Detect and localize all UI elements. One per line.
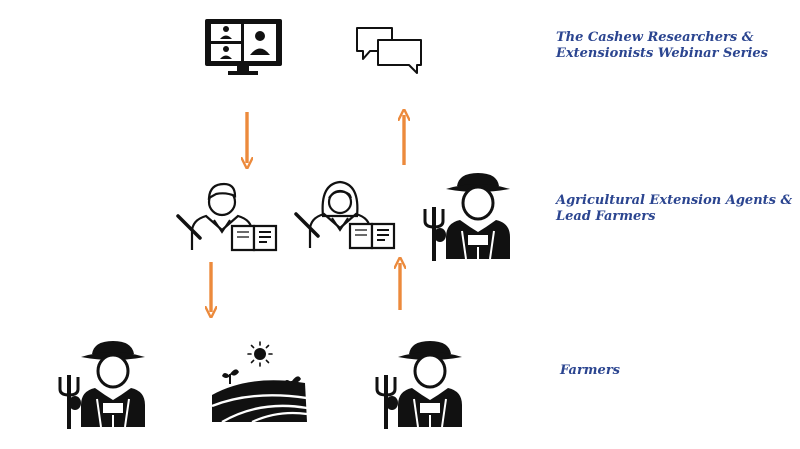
male-teacher-icon [176, 182, 278, 252]
tier-label-extension-agents: Agricultural Extension Agents & Lead Far… [556, 193, 793, 224]
farm-field-icon [211, 341, 308, 424]
farmer-icon [58, 339, 147, 431]
chat-bubbles-icon [356, 27, 422, 74]
tier-label-researchers: The Cashew Researchers & Extensionists W… [556, 30, 768, 61]
tier-label-farmers: Farmers [560, 363, 620, 378]
video-conference-icon [205, 19, 282, 75]
farmer-icon [375, 339, 464, 431]
farmer-icon [423, 171, 512, 263]
female-teacher-icon [294, 180, 396, 250]
